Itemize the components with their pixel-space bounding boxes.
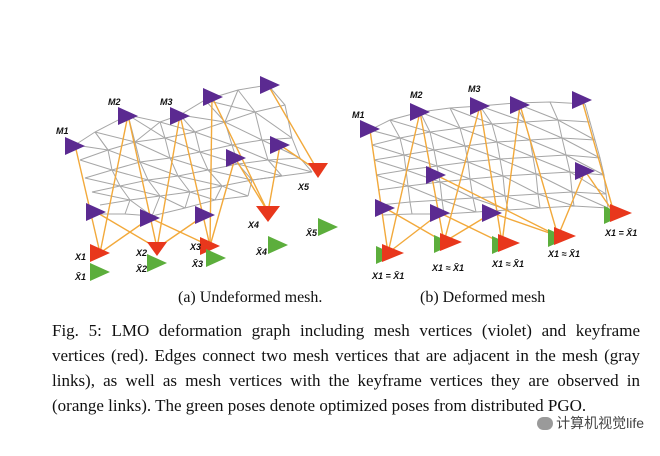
mesh-vertex bbox=[203, 88, 223, 106]
mesh-vertex-m1 bbox=[360, 120, 380, 138]
keyframe-vertex bbox=[498, 234, 520, 252]
label-x1-approx: X1 ≈ X̄1 bbox=[491, 259, 524, 269]
label-x1-eq: X1 = X̄1 bbox=[604, 228, 637, 238]
label-m1: M1 bbox=[352, 110, 365, 120]
mesh-vertex bbox=[426, 166, 446, 184]
mesh-vertex bbox=[140, 209, 160, 227]
label-x2: X2 bbox=[135, 248, 147, 258]
label-m2: M2 bbox=[108, 97, 121, 107]
keyframe-vertex bbox=[440, 233, 462, 251]
watermark-text: 计算机视觉life bbox=[556, 415, 644, 431]
panel-b-vertex-labels: M1 M2 M3 X1 = X̄1 X1 ≈ X̄1 X1 ≈ X̄1 X1 ≈… bbox=[352, 84, 637, 281]
panel-a-keyframe-vertices bbox=[90, 163, 328, 262]
mesh-vertex-m3 bbox=[470, 97, 490, 115]
label-x5: X5 bbox=[297, 182, 310, 192]
keyframe-vertex bbox=[382, 244, 404, 262]
mesh-vertex bbox=[195, 206, 215, 224]
label-x1: X1 bbox=[74, 252, 86, 262]
mesh-vertex-m2 bbox=[118, 107, 138, 125]
label-x1-bar: X̄1 bbox=[74, 272, 86, 282]
keyframe-vertex-x2 bbox=[147, 242, 167, 256]
label-m2: M2 bbox=[410, 90, 423, 100]
panel-b-keyframe-vertices bbox=[382, 204, 632, 262]
deformation-graph-figure: M1 M2 M3 X1 X2 X3 X4 X5 X̄1 X̄2 X̄3 X̄4 … bbox=[56, 76, 637, 282]
label-x1-approx: X1 ≈ X̄1 bbox=[547, 249, 580, 259]
mesh-vertex bbox=[482, 204, 502, 222]
mesh-vertex-m2 bbox=[410, 103, 430, 121]
mesh-vertex bbox=[572, 91, 592, 109]
optimized-pose-x1 bbox=[90, 263, 110, 281]
keyframe-vertex bbox=[554, 227, 576, 245]
optimized-pose-x3 bbox=[206, 249, 226, 267]
subcaption-a: (a) Undeformed mesh. bbox=[178, 289, 323, 306]
label-x3: X3 bbox=[189, 242, 201, 252]
watermark: 计算机视觉life bbox=[537, 413, 644, 433]
label-m3: M3 bbox=[468, 84, 481, 94]
mesh-vertex bbox=[510, 96, 530, 114]
label-m1: M1 bbox=[56, 126, 69, 136]
label-x2-bar: X̄2 bbox=[135, 264, 147, 274]
subcaption-b: (b) Deformed mesh bbox=[420, 289, 546, 306]
label-x3-bar: X̄3 bbox=[191, 259, 203, 269]
optimized-pose-x2 bbox=[147, 254, 167, 272]
panel-b-mesh-vertices bbox=[360, 91, 595, 222]
panel-a-undeformed-mesh: M1 M2 M3 X1 X2 X3 X4 X5 X̄1 X̄2 X̄3 X̄4 … bbox=[56, 76, 338, 282]
panel-b-deformed-mesh: M1 M2 M3 X1 = X̄1 X1 ≈ X̄1 X1 ≈ X̄1 X1 ≈… bbox=[352, 84, 637, 281]
wechat-icon bbox=[537, 417, 554, 430]
label-m3: M3 bbox=[160, 97, 173, 107]
mesh-vertex bbox=[260, 76, 280, 94]
mesh-vertex bbox=[226, 149, 246, 167]
label-x4-bar: X̄4 bbox=[255, 247, 267, 257]
panel-a-vertex-labels: M1 M2 M3 X1 X2 X3 X4 X5 X̄1 X̄2 X̄3 X̄4 … bbox=[56, 97, 318, 282]
optimized-pose-x5 bbox=[318, 218, 338, 236]
optimized-pose-x4 bbox=[268, 236, 288, 254]
mesh-vertex bbox=[270, 136, 290, 154]
panel-b-observation-edges bbox=[369, 99, 615, 254]
mesh-vertex-m1 bbox=[65, 137, 85, 155]
mesh-vertex bbox=[430, 204, 450, 222]
keyframe-vertex bbox=[610, 204, 632, 222]
figure-caption: Fig. 5: LMO deformation graph including … bbox=[52, 321, 640, 415]
panel-a-mesh-vertices bbox=[65, 76, 290, 227]
keyframe-vertex-x3 bbox=[200, 237, 220, 255]
keyframe-vertex-x4 bbox=[256, 206, 280, 222]
label-x4: X4 bbox=[247, 220, 259, 230]
keyframe-vertex-x1 bbox=[90, 244, 110, 262]
mesh-vertex-m3 bbox=[170, 107, 190, 125]
mesh-vertex bbox=[375, 199, 395, 217]
keyframe-vertex-x5 bbox=[308, 163, 328, 178]
panel-a-optimized-poses bbox=[90, 218, 338, 281]
label-x5-bar: X̄5 bbox=[305, 228, 318, 238]
mesh-vertex bbox=[575, 162, 595, 180]
mesh-vertex bbox=[86, 203, 106, 221]
label-x1-approx: X1 ≈ X̄1 bbox=[431, 263, 464, 273]
label-x1-eq: X1 = X̄1 bbox=[371, 271, 404, 281]
